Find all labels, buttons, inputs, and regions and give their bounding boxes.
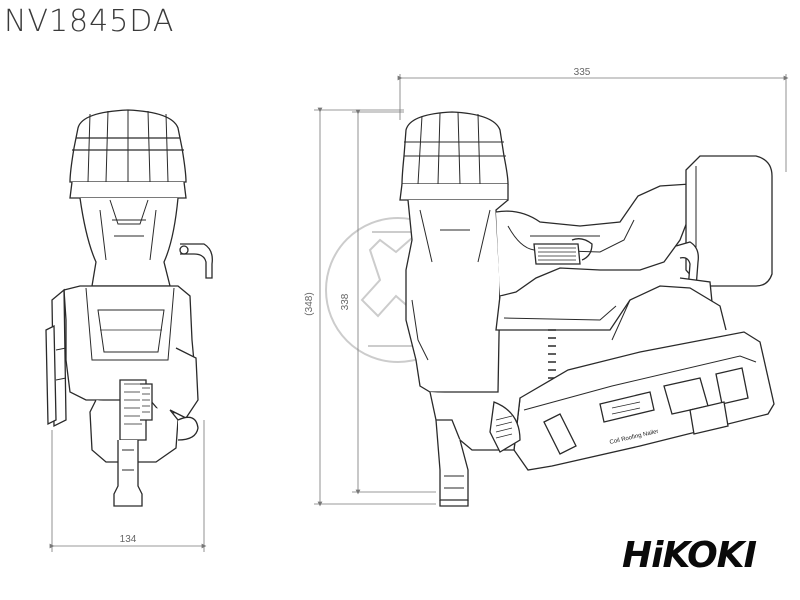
model-title: NV1845DA (4, 4, 175, 39)
front-view (45, 109, 213, 507)
brand-logo: HiKOKI (622, 535, 757, 576)
dimension-lines (49, 74, 789, 552)
side-view (399, 111, 775, 507)
dimension-width-top: 335 (574, 67, 591, 78)
dimension-height-inner: 338 (340, 293, 351, 310)
dimension-depth-bottom: 134 (120, 534, 137, 545)
dimension-height-outer: (348) (304, 292, 315, 315)
